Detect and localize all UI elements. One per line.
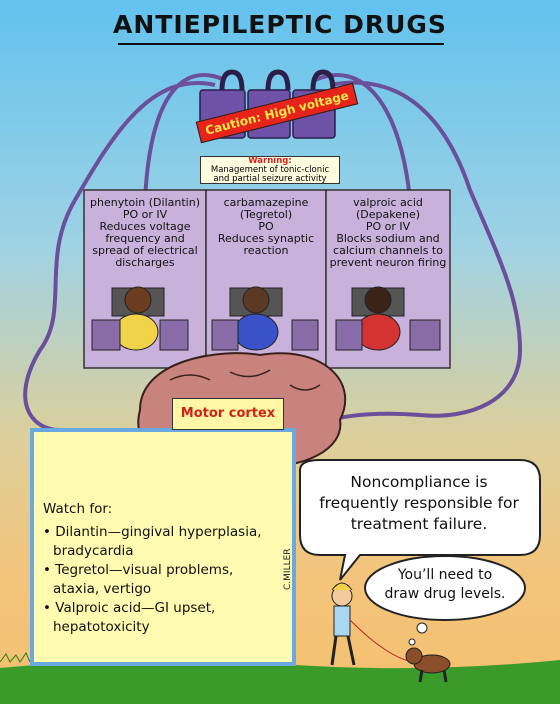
- operators: [91, 286, 441, 351]
- drug-panel-phenytoin: phenytoin (Dilantin) PO or IV Reduces vo…: [86, 197, 204, 269]
- thought-line: draw drug levels.: [384, 586, 506, 602]
- watch-item: • Dilantin—gingival hyperplasia,bradycar…: [43, 524, 262, 559]
- watch-item: • Tegretol—visual problems,ataxia, verti…: [43, 562, 234, 597]
- thought-line: You’ll need to: [397, 567, 493, 583]
- page-title: ANTIEPILEPTIC DRUGS: [113, 10, 447, 39]
- watch-item-line: Tegretol—visual problems,: [55, 562, 234, 578]
- drug-line: discharges: [115, 256, 175, 269]
- drug-line: (Tegretol): [239, 208, 293, 221]
- drug-line: Blocks sodium and: [336, 232, 440, 245]
- speech-line: Noncompliance is: [350, 473, 488, 491]
- drug-line: PO or IV: [365, 220, 411, 233]
- watch-item-line: bradycardia: [53, 543, 134, 559]
- thought-text: You’ll need to draw drug levels.: [375, 566, 515, 604]
- warning-line: and partial seizure activity: [213, 174, 327, 184]
- watch-heading: Watch for:: [43, 501, 113, 517]
- drug-line: phenytoin (Dilantin): [90, 196, 200, 209]
- speech-line: frequently responsible for: [319, 494, 519, 512]
- note-card: [30, 428, 296, 666]
- drug-line: reaction: [243, 244, 289, 257]
- speech-line: treatment failure.: [350, 515, 488, 533]
- nurse: [330, 582, 415, 666]
- watch-item-line: ataxia, vertigo: [53, 581, 152, 597]
- grass: [0, 659, 560, 704]
- drug-line: Reduces voltage: [99, 220, 191, 233]
- thought-bubble: [364, 555, 526, 621]
- warning-line: Management of tonic-clonic: [210, 165, 330, 175]
- watch-item: • Valproic acid—GI upset,hepatotoxicity: [43, 600, 216, 635]
- drug-panel-carbamazepine: carbamazepine (Tegretol) PO Reduces syna…: [207, 197, 325, 257]
- watch-item-line: Dilantin—gingival hyperplasia,: [55, 524, 262, 540]
- dog: [405, 647, 451, 683]
- drug-line: Reduces synaptic: [217, 232, 315, 245]
- drug-line: PO: [258, 220, 274, 233]
- warning-heading: Warning:: [248, 156, 292, 166]
- speech-bubble: [299, 459, 541, 581]
- motor-cortex-label: Motor cortex: [172, 398, 284, 430]
- artist-signature: C.MILLER: [283, 548, 293, 590]
- cables: [23, 73, 523, 432]
- drug-line: frequency and: [105, 232, 185, 245]
- warning-label: Warning: Management of tonic-clonic and …: [200, 156, 340, 184]
- drug-line: prevent neuron firing: [329, 256, 447, 269]
- drug-line: PO or IV: [122, 208, 168, 221]
- watch-item-line: hepatotoxicity: [53, 619, 150, 635]
- speech-text: Noncompliance is frequently responsible …: [312, 472, 526, 535]
- drug-line: calcium channels to: [333, 244, 443, 257]
- drug-line: valproic acid: [353, 196, 423, 209]
- drug-line: carbamazepine: [223, 196, 309, 209]
- drug-panel-valproic-acid: valproic acid (Depakene) PO or IV Blocks…: [327, 197, 449, 269]
- title-underline: [118, 43, 444, 45]
- drug-line: spread of electrical: [92, 244, 198, 257]
- watch-item-line: Valproic acid—GI upset,: [55, 600, 216, 616]
- drug-line: (Depakene): [355, 208, 421, 221]
- watch-for-list: Watch for: • Dilantin—gingival hyperplas…: [43, 500, 283, 637]
